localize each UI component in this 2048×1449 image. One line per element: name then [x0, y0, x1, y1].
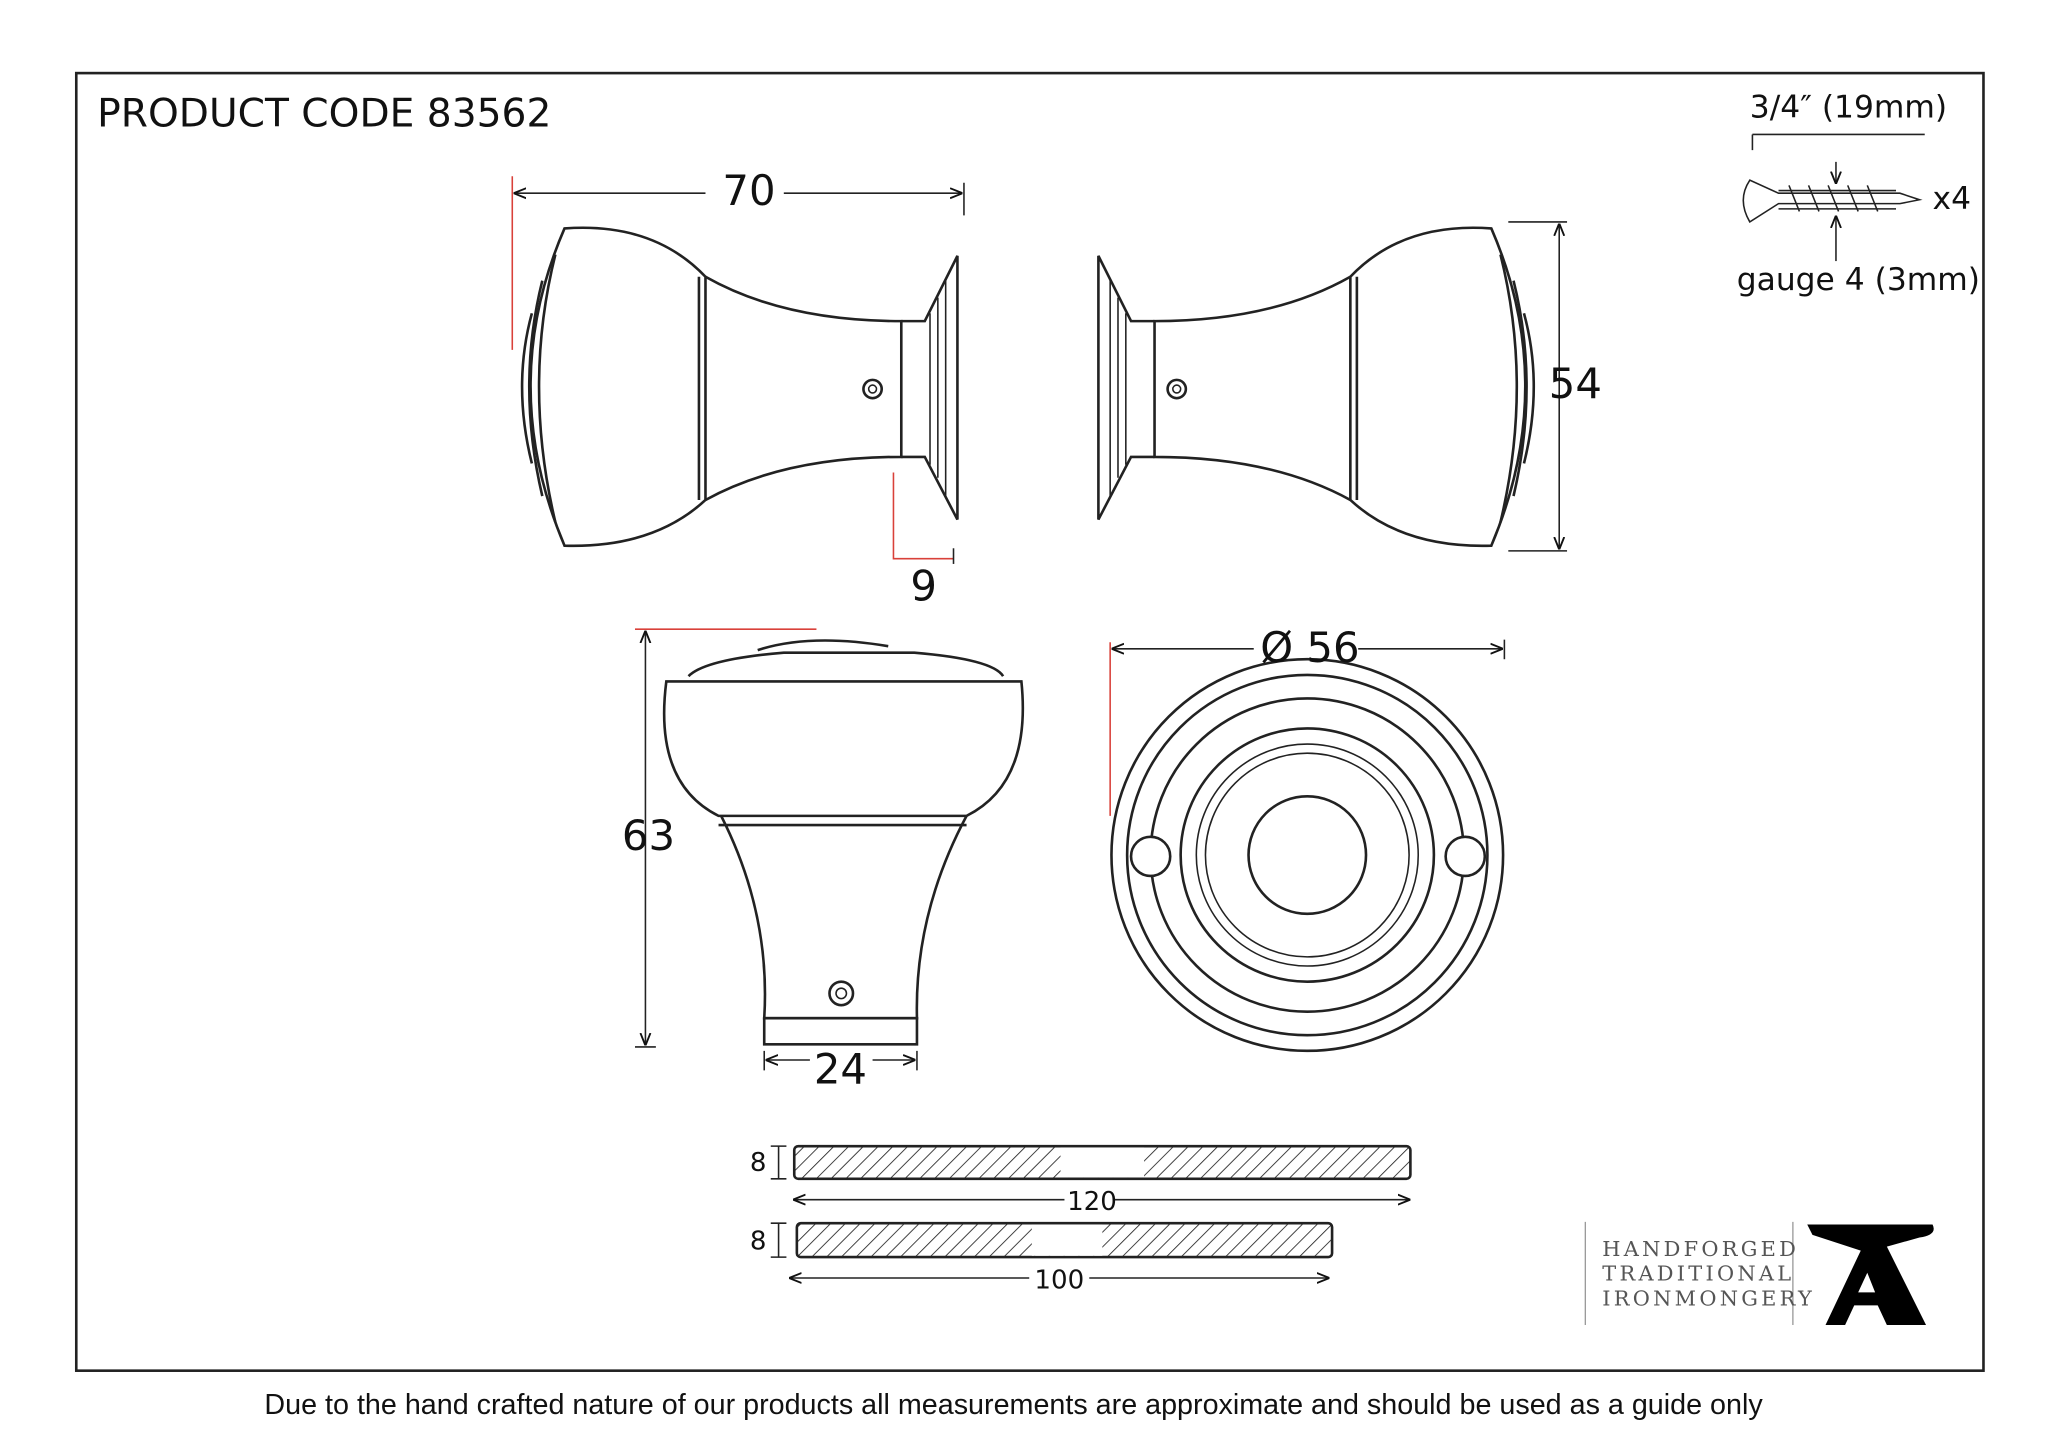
dim-width: 70 — [722, 166, 775, 215]
anvil-icon — [1807, 1224, 1934, 1325]
dim-diameter: Ø 56 — [1260, 623, 1359, 672]
screw-detail: 3/4″ (19mm) x4 gauge 4 (3mm) — [1737, 89, 1980, 297]
screw-quantity: x4 — [1933, 181, 1971, 217]
knob-side-view-right — [1097, 226, 1536, 548]
screw-hole — [1444, 835, 1487, 878]
bar-1-thickness: 8 — [750, 1148, 767, 1178]
dim-height: 54 — [1549, 359, 1602, 408]
dim-rose-depth: 9 — [910, 561, 937, 610]
logo-line-2: TRADITIONAL — [1602, 1262, 1794, 1286]
knob-front-elevation — [662, 639, 1025, 1046]
bar-1-length: 120 — [1067, 1187, 1117, 1217]
drawing-frame — [74, 71, 1985, 1372]
screw-gauge-label: gauge 4 (3mm) — [1737, 262, 1980, 298]
bar-2-length: 100 — [1034, 1265, 1084, 1295]
spindle-bar-100: 8 100 — [750, 1221, 1334, 1295]
logo-line-1: HANDFORGED — [1602, 1237, 1799, 1261]
logo-line-3: IRONMONGERY — [1602, 1286, 1815, 1310]
footer-disclaimer: Due to the hand crafted nature of our pr… — [264, 1389, 1763, 1421]
knob-side-view-left — [520, 226, 959, 548]
screw-length-label: 3/4″ (19mm) — [1750, 89, 1947, 125]
screw-icon — [1742, 179, 1923, 224]
product-code-title: PRODUCT CODE 83562 — [97, 92, 551, 137]
rose-plan-view — [1110, 657, 1505, 1053]
dim-base: 24 — [814, 1044, 867, 1093]
dim-overall-height: 63 — [622, 811, 675, 860]
screw-hole — [1129, 835, 1172, 878]
bar-2-thickness: 8 — [750, 1226, 767, 1256]
spindle-bar-120: 8 120 — [750, 1144, 1412, 1217]
brand-logo: HANDFORGED TRADITIONAL IRONMONGERY — [1584, 1221, 1934, 1325]
